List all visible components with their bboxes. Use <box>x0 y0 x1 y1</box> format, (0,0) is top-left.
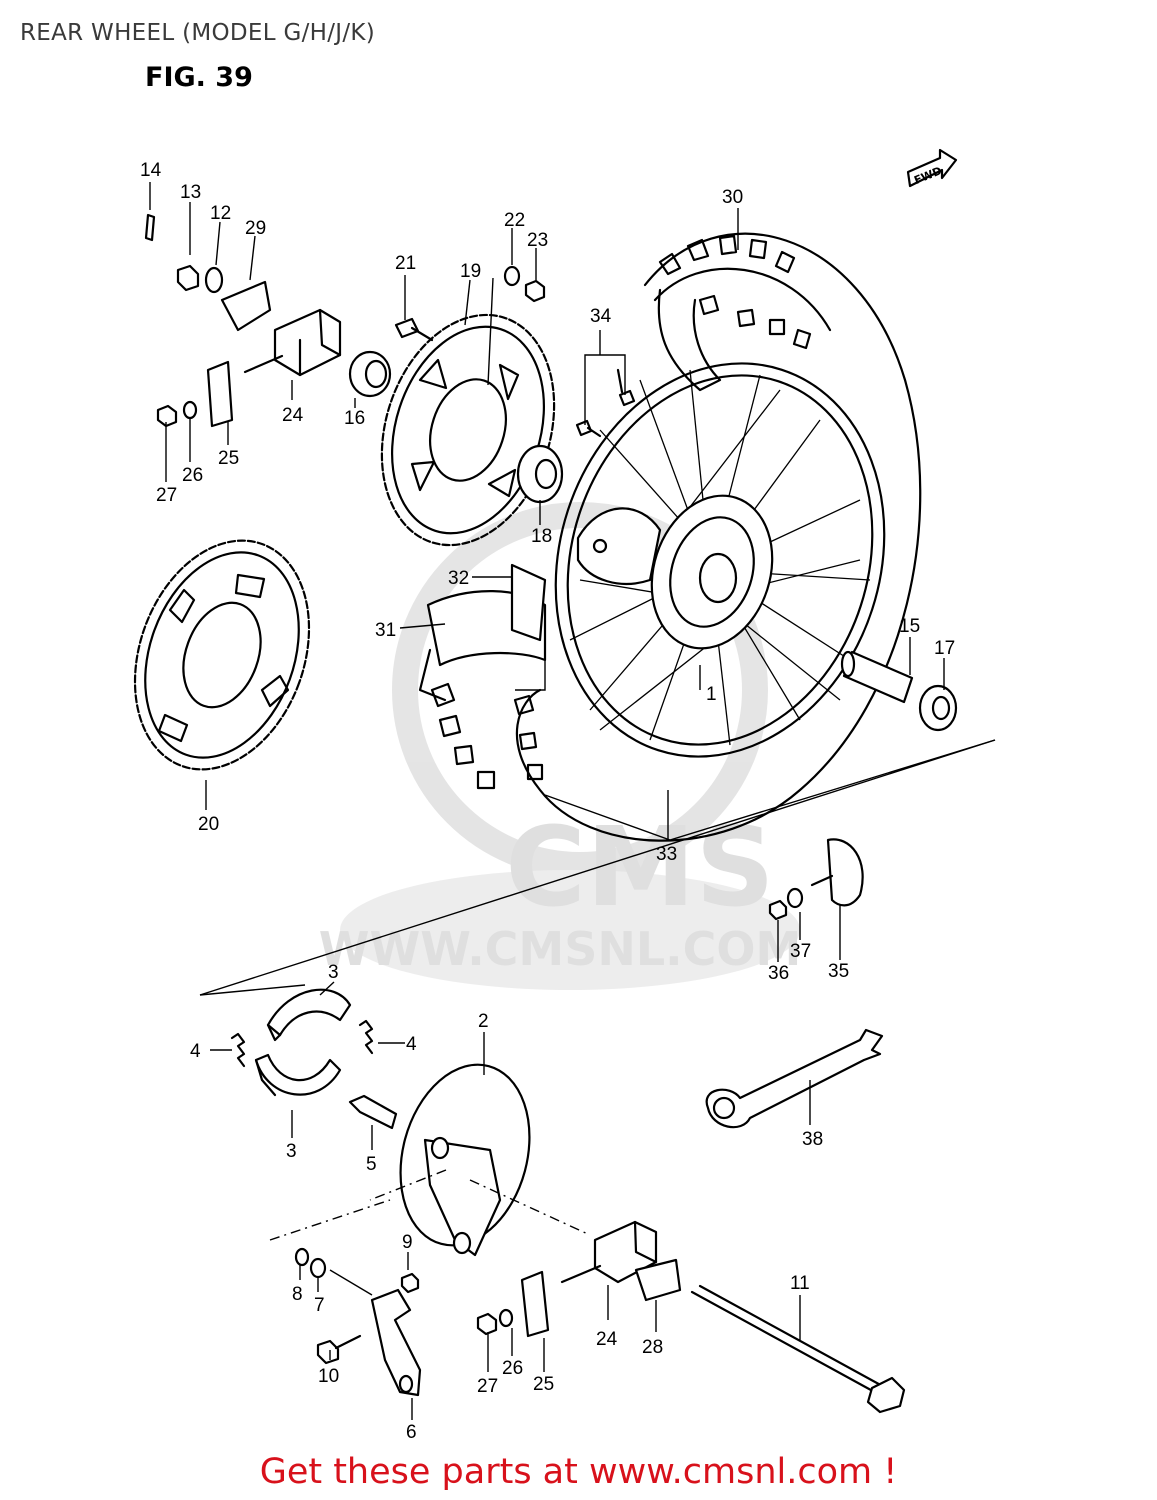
callout-25-upper: 25 <box>218 448 239 469</box>
brake-arm-6 <box>294 1247 422 1397</box>
page-title: REAR WHEEL (MODEL G/H/J/K) <box>20 20 376 46</box>
callout-26-upper: 26 <box>182 465 203 486</box>
brake-cam-5 <box>348 1094 398 1130</box>
callout-24-upper: 24 <box>282 405 304 426</box>
callout-4-right: 4 <box>406 1034 417 1055</box>
exploded-parts-diagram: CMS WWW.CMSNL.COM FWD <box>133 148 996 1440</box>
callout-16: 16 <box>344 408 365 429</box>
footer-cta-link[interactable]: Get these parts at www.cmsnl.com ! <box>259 1452 898 1492</box>
washer-22 <box>503 265 521 287</box>
callout-3-upper: 3 <box>328 962 339 983</box>
callout-24-lower: 24 <box>596 1329 618 1350</box>
watermark-url: WWW.CMSNL.COM <box>319 922 802 976</box>
callout-27-upper: 27 <box>156 485 177 506</box>
callout-30: 30 <box>722 187 743 208</box>
callout-20: 20 <box>198 814 219 835</box>
rear-wheel <box>430 232 922 842</box>
spacer-16 <box>348 350 392 398</box>
callout-6: 6 <box>406 1422 417 1440</box>
bolt-21 <box>394 317 434 342</box>
callout-19: 19 <box>460 261 481 282</box>
callout-29: 29 <box>245 218 266 239</box>
chain-adjuster-lower <box>476 1220 682 1338</box>
watermark-brand: CMS <box>505 803 774 931</box>
callout-10: 10 <box>318 1366 339 1387</box>
sprocket-20 <box>133 539 311 771</box>
callout-labels: 14 13 12 29 21 19 22 23 30 34 24 16 25 2… <box>140 160 955 1440</box>
callout-11: 11 <box>790 1273 810 1294</box>
callout-32: 32 <box>448 568 469 589</box>
callout-7: 7 <box>314 1295 325 1316</box>
callout-3-lower: 3 <box>286 1141 297 1162</box>
callout-17: 17 <box>934 638 955 659</box>
fwd-arrow-icon: FWD <box>906 148 958 188</box>
callout-37: 37 <box>790 941 811 962</box>
spanner-38 <box>705 1028 884 1129</box>
callout-22: 22 <box>504 210 525 231</box>
callout-23: 23 <box>527 230 548 251</box>
callout-14: 14 <box>140 160 162 181</box>
callout-9: 9 <box>402 1232 413 1253</box>
chain-guard-35 <box>768 838 864 921</box>
callout-28: 28 <box>642 1337 663 1358</box>
callout-15: 15 <box>899 616 920 637</box>
rim-strip <box>418 563 547 702</box>
callout-2: 2 <box>478 1011 489 1032</box>
bearing-18 <box>516 444 564 504</box>
spacer-15 <box>840 650 914 704</box>
brake-panel-2 <box>399 1063 531 1257</box>
leader-lines <box>149 182 996 1420</box>
callout-4-left: 4 <box>190 1041 201 1062</box>
callout-18: 18 <box>531 526 552 547</box>
figure-label: FIG. 39 <box>145 62 253 93</box>
callout-25-lower: 25 <box>533 1374 554 1395</box>
tire-tread <box>430 234 812 790</box>
callout-26-lower: 26 <box>502 1358 523 1379</box>
callout-8: 8 <box>292 1284 303 1305</box>
callout-21: 21 <box>395 253 416 274</box>
callout-5: 5 <box>366 1154 377 1175</box>
callout-13: 13 <box>180 182 201 203</box>
bolts-34 <box>575 368 636 438</box>
bearing-17 <box>918 684 958 732</box>
callout-31: 31 <box>375 620 396 641</box>
nut-23 <box>524 279 546 303</box>
brake-shoes <box>230 988 374 1097</box>
axle-11 <box>690 1284 906 1414</box>
callout-33: 33 <box>656 844 677 865</box>
callout-35: 35 <box>828 961 849 982</box>
callout-34: 34 <box>590 306 612 327</box>
callout-38: 38 <box>802 1129 823 1150</box>
callout-27-lower: 27 <box>477 1376 498 1397</box>
chain-adjuster-upper <box>144 213 342 428</box>
callout-1: 1 <box>706 684 717 705</box>
callout-36: 36 <box>768 963 789 984</box>
callout-12: 12 <box>210 203 231 224</box>
inner-tube <box>657 288 722 392</box>
